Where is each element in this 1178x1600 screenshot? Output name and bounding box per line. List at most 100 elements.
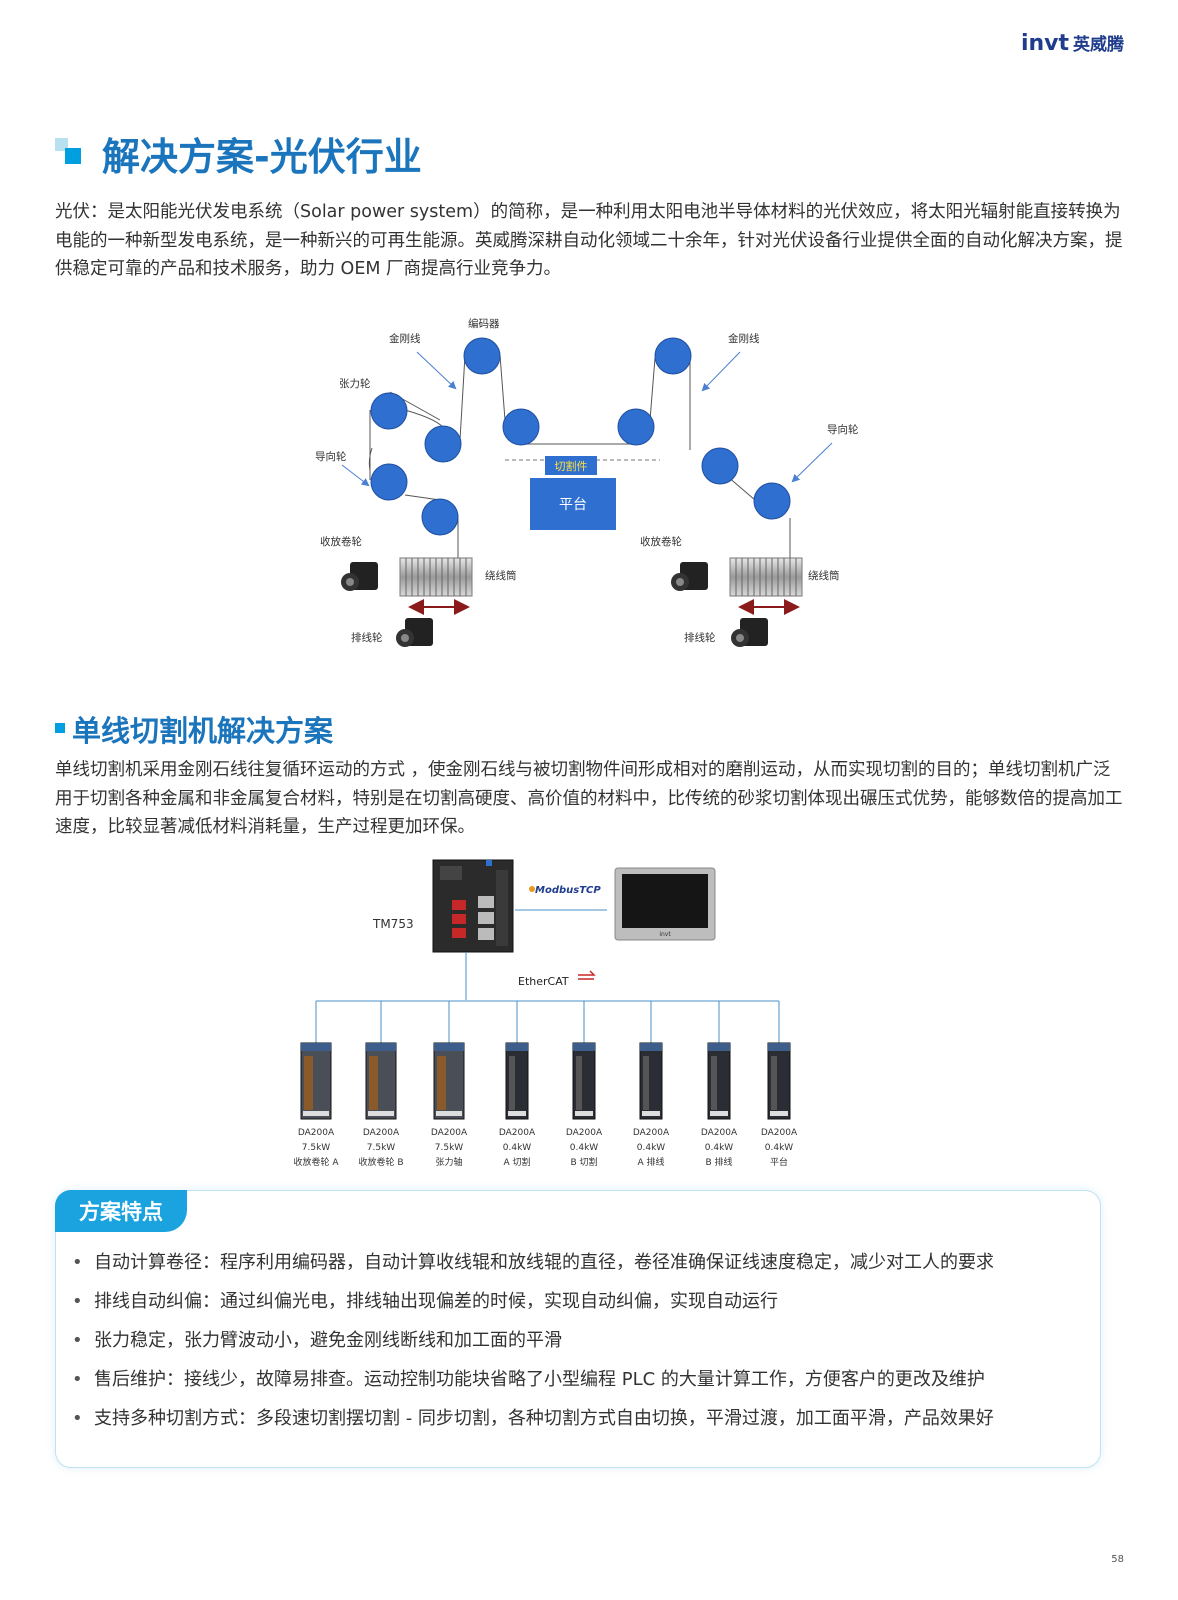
feature-text: 排线自动纠偏：通过纠偏光电，排线轴出现偏差的时候，实现自动纠偏，实现自动运行: [94, 1291, 778, 1312]
drive-power: 0.4kW: [570, 1143, 599, 1153]
label-tension-wheel: 张力轮: [339, 377, 371, 390]
label-guide-wheel-right: 导向轮: [827, 423, 859, 436]
drive-top-icon: [768, 1043, 790, 1051]
drive-role: 平台: [770, 1156, 788, 1168]
servo-motor-icon: [731, 618, 768, 647]
modbus-logo: ModbusTCP: [535, 885, 601, 896]
list-item: • 排线自动纠偏：通过纠偏光电，排线轴出现偏差的时候，实现自动纠偏，实现自动运行: [72, 1282, 1092, 1321]
label-diamond-wire-left: 金刚线: [389, 332, 421, 345]
drive-model: DA200A: [566, 1128, 603, 1138]
label-guide-wheel-left: 导向轮: [315, 450, 347, 463]
hmi-touchscreen-icon: invt: [614, 867, 716, 941]
brand-logo: invt 英威腾: [1021, 30, 1124, 56]
drive-top-icon: [434, 1043, 464, 1051]
drive-power: 0.4kW: [503, 1143, 532, 1153]
drive-label-icon: [575, 1111, 593, 1116]
drive-role: A 排线: [637, 1156, 664, 1168]
logo-chinese-name: 英威腾: [1073, 35, 1124, 55]
drive-model: DA200A: [431, 1128, 468, 1138]
tension-wheel-top: [370, 392, 408, 430]
drive-power: 0.4kW: [765, 1143, 794, 1153]
drive-role: A 切割: [503, 1156, 530, 1168]
platform-label: 平台: [559, 497, 587, 513]
drive-power: 0.4kW: [637, 1143, 666, 1153]
servo-drive-5: DA200A 0.4kW B 切割: [566, 1001, 603, 1168]
drive-model: DA200A: [633, 1128, 670, 1138]
title-square-dark-icon: [65, 148, 81, 164]
feature-text: 售后维护：接线少，故障易排查。运动控制功能块省略了小型编程 PLC 的大量计算工…: [94, 1369, 985, 1390]
cut-piece-box: [545, 456, 597, 475]
label-reel-right: 收放卷轮: [640, 535, 682, 548]
label-drum-left: 绕线筒: [485, 569, 517, 582]
guide-wheel-left: [370, 463, 408, 501]
drive-model: DA200A: [363, 1128, 400, 1138]
guide-wheel-left-bottom: [421, 498, 459, 536]
servo-motor-icon: [671, 562, 708, 591]
bullet: •: [72, 1291, 83, 1312]
servo-drive-8: DA200A 0.4kW 平台: [761, 1001, 798, 1168]
label-traverse-left: 排线轮: [351, 631, 383, 644]
drive-top-icon: [366, 1043, 396, 1051]
section-title-single-wire: 单线切割机解决方案: [72, 714, 334, 748]
features-panel: [55, 1190, 1101, 1468]
cut-piece-label: 切割件: [555, 459, 588, 473]
bullet: •: [72, 1408, 83, 1429]
logo-mark: invt: [1020, 31, 1069, 56]
modbus-icon: [529, 886, 535, 892]
drive-terminal-icon: [304, 1056, 313, 1110]
label-traverse-right: 排线轮: [684, 631, 716, 644]
drive-label-icon: [508, 1111, 526, 1116]
feature-text: 自动计算卷径：程序利用编码器，自动计算收线辊和放线辊的直径，卷径准确保证线速度稳…: [94, 1252, 994, 1273]
ethercat-arrow-icon: [578, 970, 596, 980]
pv-intro-paragraph: 光伏：是太阳能光伏发电系统（Solar power system）的简称，是一种…: [55, 202, 1123, 279]
drive-terminal-icon: [711, 1056, 717, 1110]
plc-label: TM753: [372, 917, 414, 931]
drive-terminal-icon: [509, 1056, 515, 1110]
tension-wheel-bottom: [424, 425, 462, 463]
servo-motor-icon: [341, 562, 378, 591]
drive-label-icon: [303, 1111, 329, 1116]
bullet: •: [72, 1330, 83, 1351]
control-topology-diagram: TM753 ModbusTCP invt EtherCAT DA200A7.5k…: [293, 859, 798, 1168]
wire-path-right: [649, 357, 791, 558]
wire-saw-diagram: 切割件 平台: [315, 317, 859, 647]
drive-top-icon: [301, 1043, 331, 1051]
cut-wheel-left: [502, 408, 540, 446]
features-list: • 自动计算卷径：程序利用编码器，自动计算收线辊和放线辊的直径，卷径准确保证线速度…: [72, 1243, 1092, 1438]
drive-top-icon: [640, 1043, 662, 1051]
feature-text: 张力稳定，张力臂波动小，避免金刚线断线和加工面的平滑: [94, 1330, 562, 1351]
winding-drum-left: [399, 557, 473, 597]
list-item: • 张力稳定，张力臂波动小，避免金刚线断线和加工面的平滑: [72, 1321, 1092, 1360]
bullet: •: [72, 1252, 83, 1273]
list-item: •支持多种切割方式：多段速切割摆切割 - 同步切割，各种切割方式自由切换，平滑过…: [72, 1399, 1092, 1438]
drive-power: 7.5kW: [302, 1143, 331, 1153]
drive-terminal-icon: [576, 1056, 582, 1110]
encoder-wheel: [463, 337, 501, 375]
list-item: •售后维护：接线少，故障易排查。运动控制功能块省略了小型编程 PLC 的大量计算…: [72, 1360, 1092, 1399]
hmi-brand: invt: [659, 931, 671, 938]
drive-power: 0.4kW: [705, 1143, 734, 1153]
ethercat-logo: EtherCAT: [518, 975, 569, 988]
drive-terminal-icon: [437, 1056, 446, 1110]
drive-model: DA200A: [761, 1128, 798, 1138]
drive-terminal-icon: [369, 1056, 378, 1110]
cut-wheel-right: [617, 408, 655, 446]
guide-wheel-right: [753, 482, 791, 520]
drive-model: DA200A: [701, 1128, 738, 1138]
wheels: [370, 337, 791, 536]
label-diamond-wire-right: 金刚线: [728, 332, 760, 345]
right-mid-wheel: [701, 447, 739, 485]
title-square-light-icon: [55, 138, 68, 151]
list-item: • 自动计算卷径：程序利用编码器，自动计算收线辊和放线辊的直径，卷径准确保证线速度…: [72, 1243, 1092, 1282]
label-reel-left: 收放卷轮: [320, 535, 362, 548]
drive-label-icon: [642, 1111, 660, 1116]
drive-model: DA200A: [298, 1128, 335, 1138]
drive-role: B 切割: [570, 1156, 597, 1168]
drive-power: 7.5kW: [367, 1143, 396, 1153]
winding-drum-right: [729, 557, 803, 597]
